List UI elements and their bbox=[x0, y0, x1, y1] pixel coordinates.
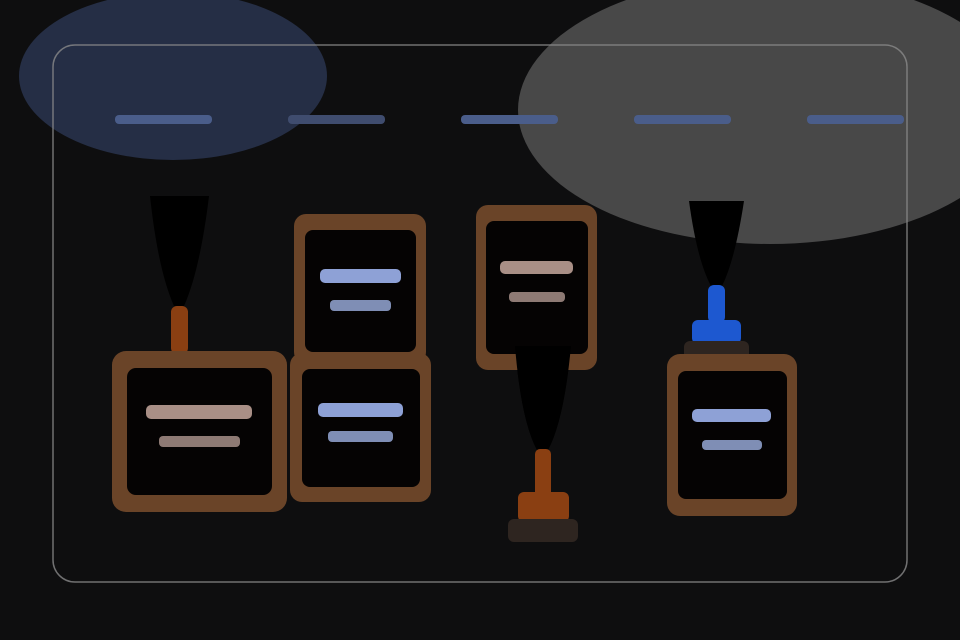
light-beam-right bbox=[689, 201, 744, 286]
tile-screen bbox=[486, 221, 588, 354]
tile-bar-primary bbox=[318, 403, 403, 417]
light-beam-left bbox=[150, 196, 209, 306]
tile-bar-secondary bbox=[509, 292, 565, 302]
tile-mid-upper[interactable] bbox=[294, 214, 426, 364]
piece-stem bbox=[535, 449, 551, 497]
board-outline bbox=[52, 44, 908, 583]
tile-bottom-left[interactable] bbox=[112, 351, 287, 512]
lane-marker[interactable] bbox=[807, 115, 904, 124]
game-piece-orange-center[interactable] bbox=[508, 449, 578, 542]
tile-screen bbox=[678, 371, 787, 499]
game-piece-blue-right[interactable] bbox=[684, 285, 749, 361]
lane-marker[interactable] bbox=[115, 115, 212, 124]
lane-marker[interactable] bbox=[461, 115, 558, 124]
tile-bar-primary bbox=[500, 261, 573, 274]
tile-bar-secondary bbox=[702, 440, 762, 450]
piece-stem bbox=[708, 285, 725, 323]
tile-bar-secondary bbox=[330, 300, 391, 311]
tile-screen bbox=[305, 230, 416, 352]
lane-marker[interactable] bbox=[634, 115, 731, 124]
light-beam-center-overlay bbox=[515, 346, 571, 450]
piece-base bbox=[508, 519, 578, 542]
spotlight-blue-glow bbox=[19, 0, 327, 160]
tile-screen bbox=[302, 369, 420, 487]
piece-body bbox=[692, 320, 741, 344]
tile-mid-lower[interactable] bbox=[290, 353, 431, 502]
piece-stem bbox=[171, 306, 188, 354]
tile-screen bbox=[127, 368, 272, 495]
tile-right[interactable] bbox=[667, 354, 797, 516]
tile-bar-secondary bbox=[328, 431, 393, 442]
spotlight-gray-glow bbox=[518, 0, 960, 244]
tile-center-upper[interactable] bbox=[476, 205, 597, 370]
lane-marker-row bbox=[115, 115, 904, 124]
piece-body bbox=[518, 492, 569, 522]
lane-marker[interactable] bbox=[288, 115, 385, 124]
tile-bar-primary bbox=[320, 269, 401, 283]
tile-bar-primary bbox=[146, 405, 252, 419]
tile-bar-secondary bbox=[159, 436, 240, 447]
game-piece-orange-left[interactable] bbox=[171, 306, 188, 354]
tile-bar-primary bbox=[692, 409, 771, 422]
